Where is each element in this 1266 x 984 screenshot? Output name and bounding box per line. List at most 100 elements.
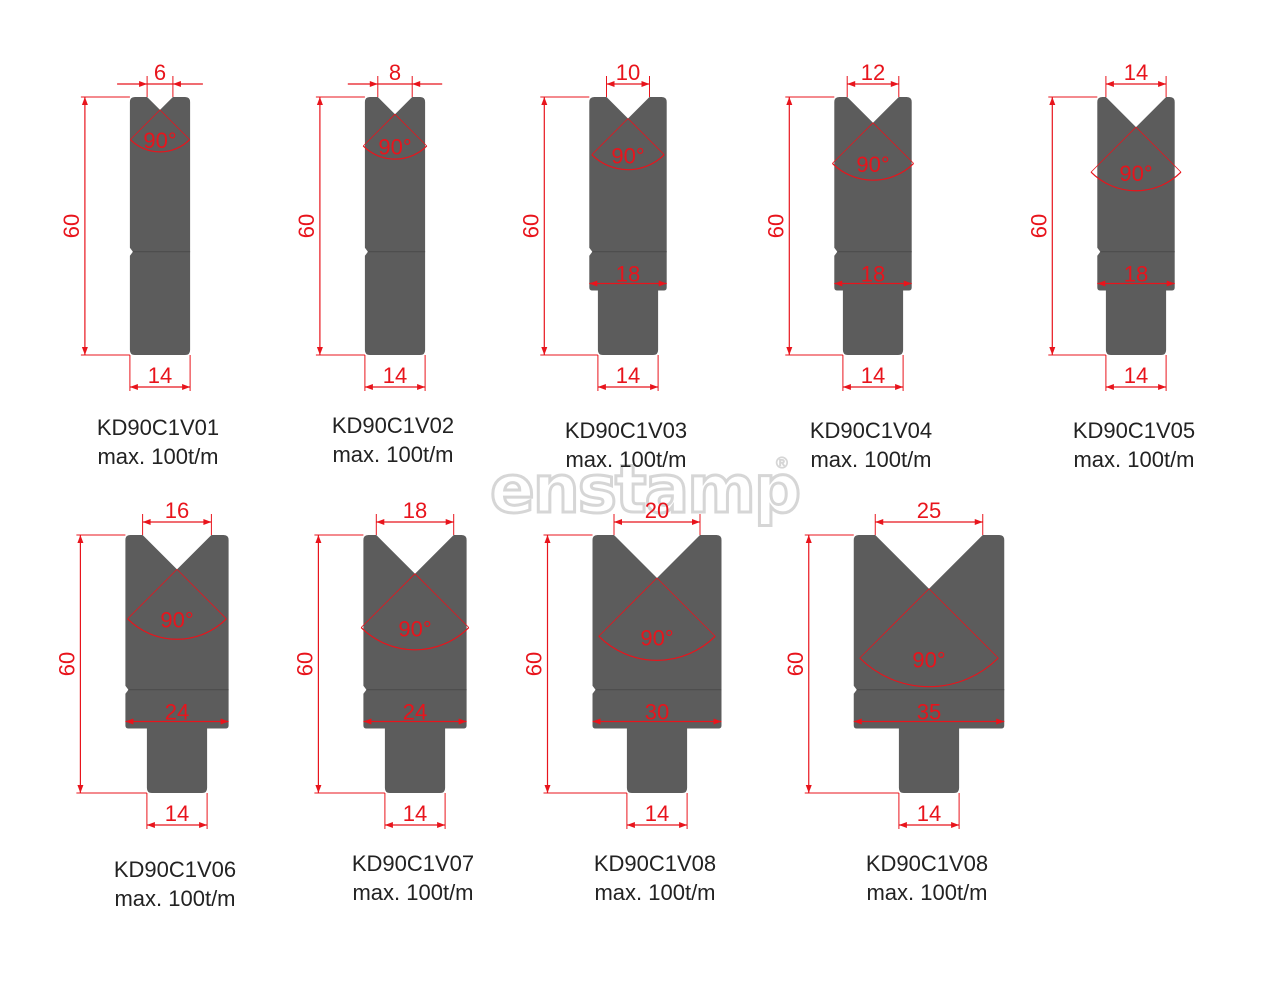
v-opening-value: 16: [165, 498, 189, 523]
angle-arc: [598, 635, 716, 661]
height-value: 60: [294, 214, 319, 238]
v-opening-value: 14: [1124, 60, 1148, 85]
height-value: 60: [292, 652, 317, 676]
height-value: 60: [522, 652, 547, 676]
die-max-load: max. 100t/m: [97, 444, 218, 469]
tang-width-value: 14: [645, 801, 669, 826]
die-model-name: KD90C1V07: [352, 851, 474, 876]
body-width-dim-arrows: [834, 280, 912, 287]
height-value: 60: [59, 214, 84, 238]
angle-ray-left: [598, 577, 658, 637]
angle-ray-right: [627, 118, 665, 155]
angle-value: 90°: [1119, 161, 1152, 186]
die-model-name: KD90C1V08: [594, 851, 716, 876]
die-max-load: max. 100t/m: [866, 880, 987, 905]
angle-arc: [127, 618, 227, 640]
angle-ray-right: [414, 573, 470, 628]
die-model-name: KD90C1V06: [114, 857, 236, 882]
die-body: [592, 535, 722, 793]
height-value: 60: [54, 652, 79, 676]
angle-ray-right: [394, 113, 428, 147]
die-body: [834, 97, 912, 355]
die-model-name: KD90C1V03: [565, 418, 687, 443]
height-value: 60: [763, 214, 788, 238]
angle-ray-left: [130, 109, 161, 140]
angle-value: 90°: [378, 135, 411, 160]
angle-arc: [129, 139, 191, 153]
angle-ray-left: [832, 122, 874, 164]
watermark: enstamp ®: [489, 450, 803, 530]
body-width-value: 24: [403, 700, 427, 725]
watermark-logo: enstamp: [490, 451, 799, 528]
die-max-load: max. 100t/m: [114, 886, 235, 911]
angle-ray-left: [360, 573, 416, 628]
angle-arc: [360, 627, 470, 651]
body-width-value: 30: [645, 700, 669, 725]
angle-ray-right: [176, 569, 227, 620]
angle-ray-left: [362, 113, 396, 147]
body-width-value: 18: [861, 262, 885, 287]
die-model-name: KD90C1V02: [332, 413, 454, 438]
tang-width-value: 14: [148, 363, 172, 388]
angle-arc: [859, 657, 999, 688]
v-opening-value: 8: [389, 60, 401, 85]
die-max-load: max. 100t/m: [565, 447, 686, 472]
tang-width-value: 14: [403, 801, 427, 826]
v-opening-value: 18: [403, 498, 427, 523]
tang-width-value: 14: [1124, 363, 1148, 388]
die-model-name: KD90C1V04: [810, 418, 932, 443]
height-value: 60: [518, 214, 543, 238]
angle-ray-left: [591, 118, 629, 155]
angle-ray-right: [1135, 126, 1182, 173]
tang-width-value: 14: [616, 363, 640, 388]
body-width-value: 24: [165, 700, 189, 725]
die-model-name: KD90C1V08: [866, 851, 988, 876]
die-max-load: max. 100t/m: [594, 880, 715, 905]
body-width-value: 18: [616, 262, 640, 287]
body-width-dim-arrows: [1097, 280, 1175, 287]
angle-value: 90°: [143, 128, 176, 153]
die-body: [129, 97, 191, 355]
tang-width-value: 14: [917, 801, 941, 826]
height-value: 60: [1026, 214, 1051, 238]
die-body: [589, 97, 667, 355]
die-body: [1097, 97, 1175, 355]
die-max-load: max. 100t/m: [332, 442, 453, 467]
v-opening-value: 6: [154, 60, 166, 85]
angle-ray-right: [928, 588, 999, 659]
die-model-name: KD90C1V05: [1073, 418, 1195, 443]
v-opening-value: 25: [917, 498, 941, 523]
angle-value: 90°: [912, 647, 945, 672]
angle-value: 90°: [640, 625, 673, 650]
angle-value: 90°: [398, 617, 431, 642]
angle-arc: [831, 162, 915, 181]
die-body: [125, 535, 229, 793]
die-body: [364, 97, 426, 355]
angle-arc: [362, 145, 428, 160]
angle-ray-left: [127, 569, 178, 620]
body-width-value: 18: [1124, 262, 1148, 287]
tang-width-value: 14: [861, 363, 885, 388]
angle-ray-right: [159, 109, 190, 140]
v-dim-arrows: [142, 519, 212, 525]
v-dim-arrows: [376, 519, 454, 525]
angle-ray-left: [859, 588, 930, 659]
v-opening-value: 20: [645, 498, 669, 523]
v-opening-value: 12: [861, 60, 885, 85]
die-max-load: max. 100t/m: [352, 880, 473, 905]
angle-ray-right: [872, 122, 914, 164]
v-opening-value: 10: [616, 60, 640, 85]
die-max-load: max. 100t/m: [810, 447, 931, 472]
angle-arc: [591, 154, 665, 171]
